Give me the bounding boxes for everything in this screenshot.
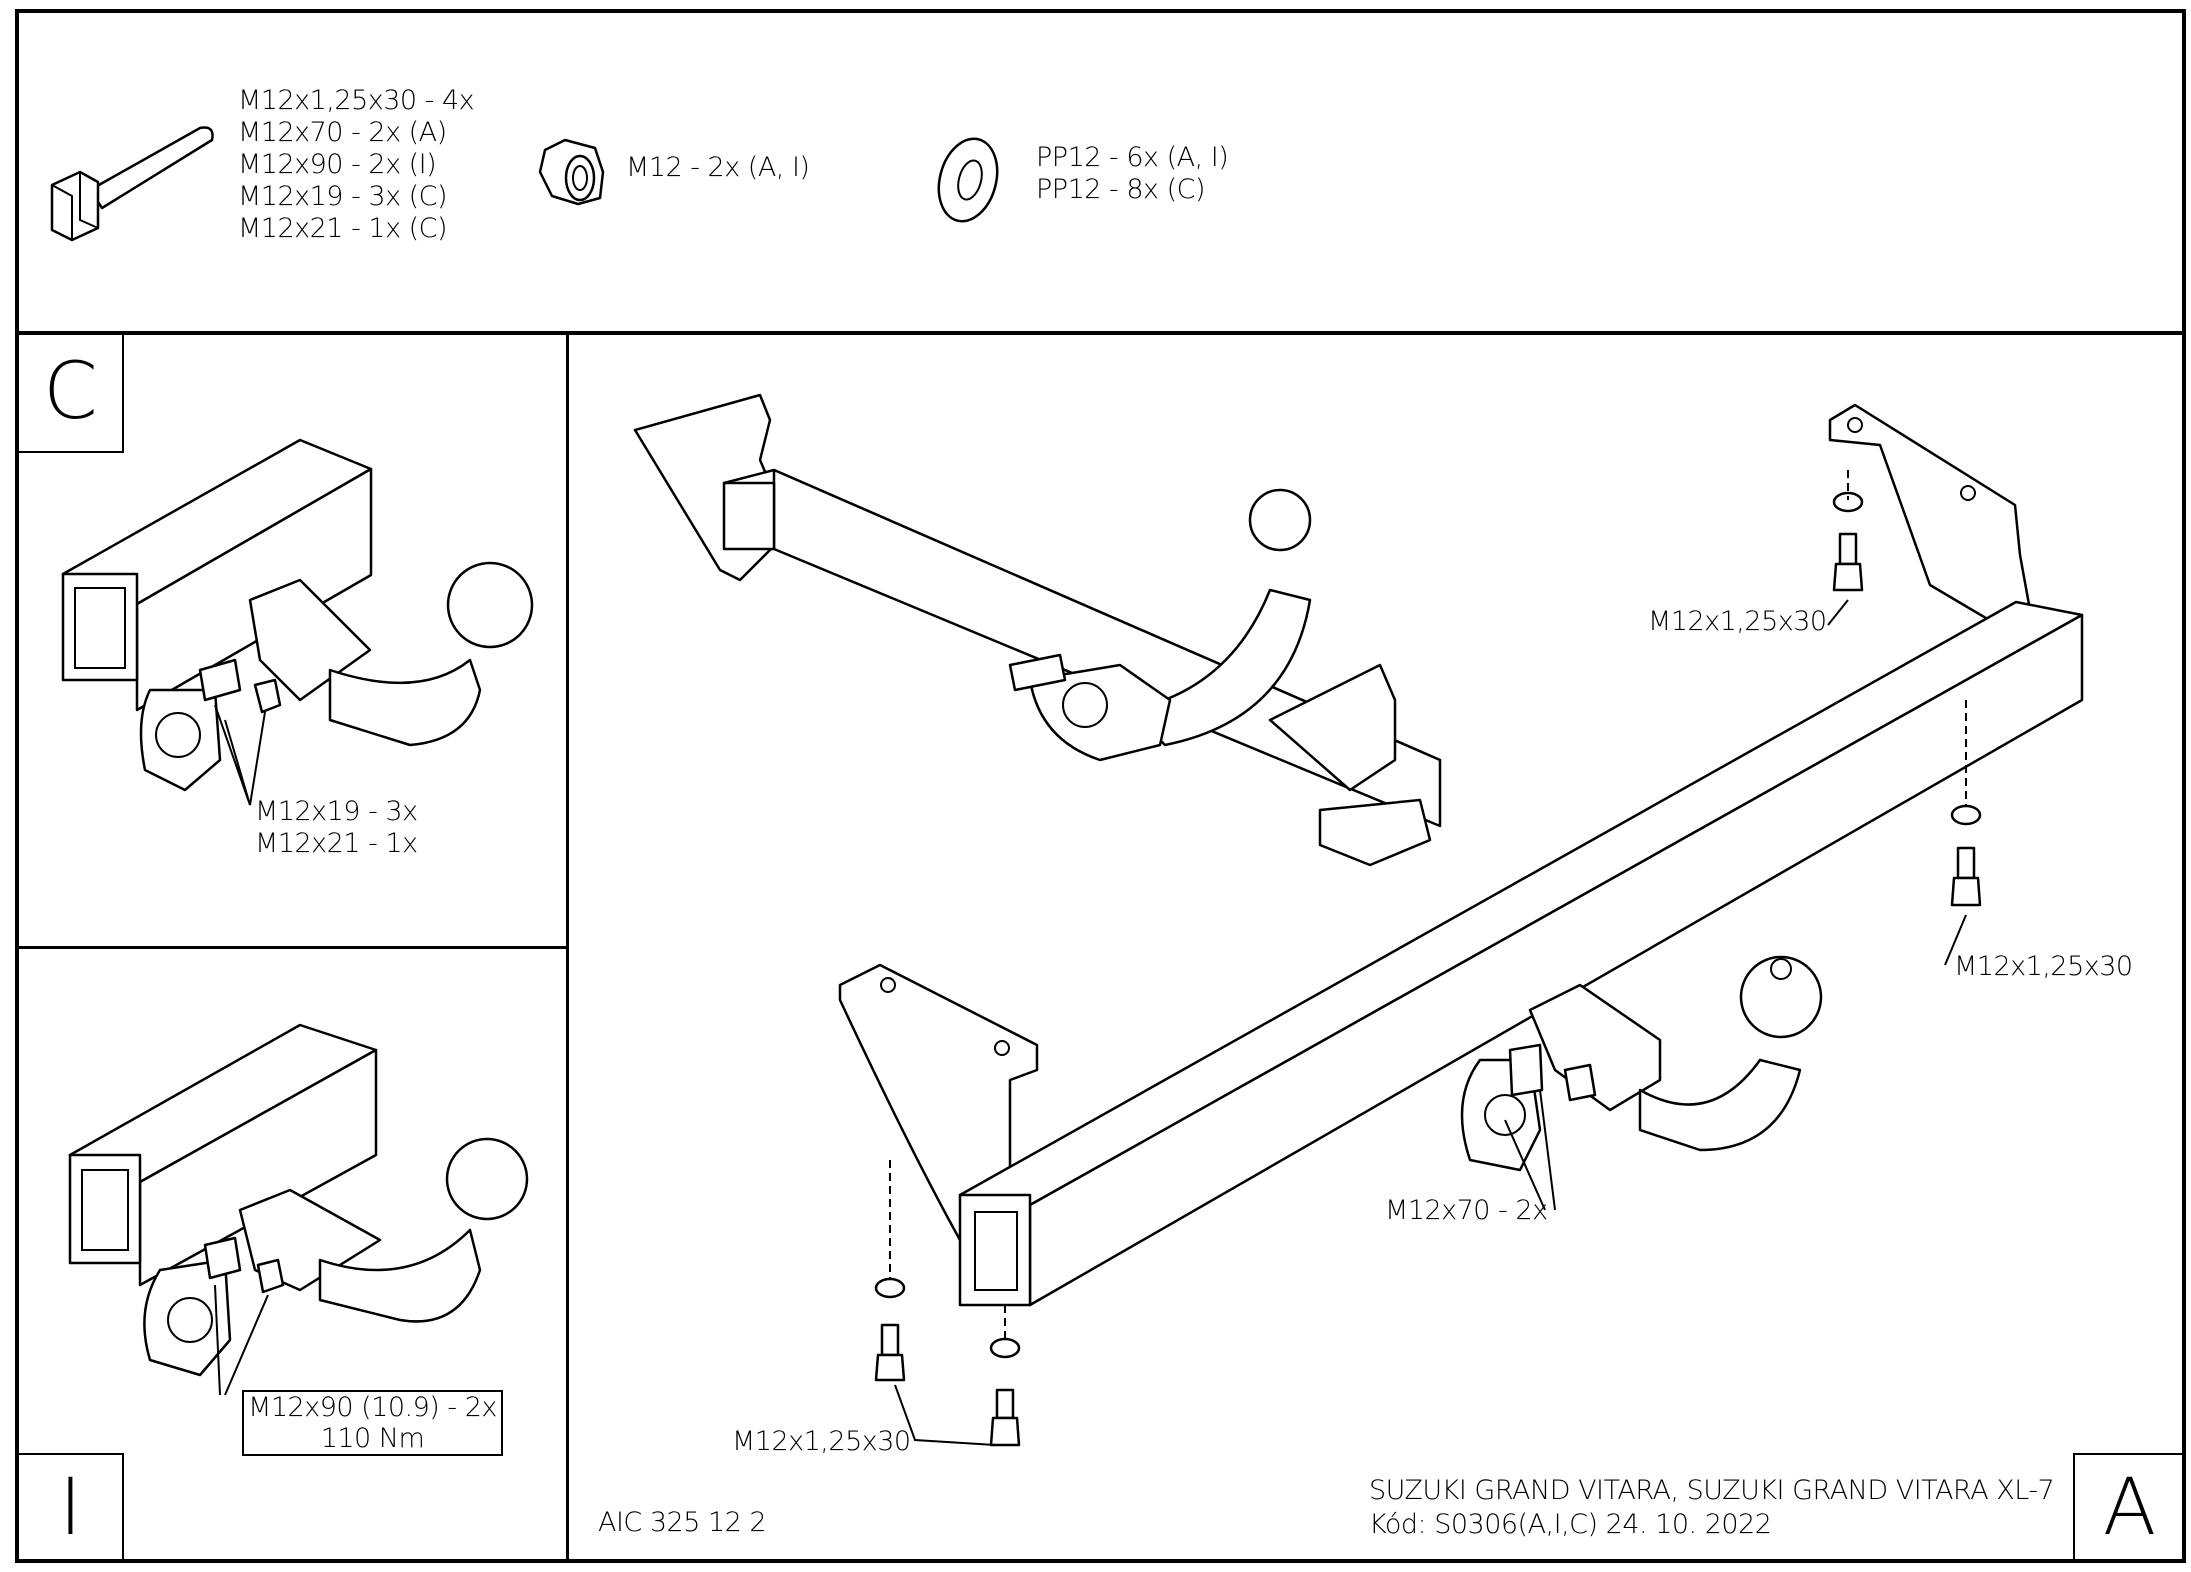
view-a-main-drawing <box>838 403 2084 1447</box>
product-code: AIC 325 12 2 <box>598 1507 767 1538</box>
view-c-label: M12x19 - 3x M12x21 - 1x <box>255 796 418 859</box>
nut-label: M12 - 2x (A, I) <box>626 152 810 183</box>
bolt-item: M12x70 - 2x (A) <box>238 117 447 148</box>
bolt-list: M12x1,25x30 - 4x M12x70 - 2x (A) M12x90 … <box>238 85 475 245</box>
washer-item: PP12 - 6x (A, I) <box>1036 142 1229 173</box>
vehicle-title: SUZUKI GRAND VITARA, SUZUKI GRAND VITARA… <box>1369 1475 2055 1506</box>
view-c-drawing <box>61 438 534 806</box>
bolt-icon <box>50 126 214 242</box>
bolt-item: M12x19 - 3x (C) <box>238 181 448 212</box>
bolt-label-right: M12x1,25x30 <box>1954 951 2133 982</box>
ball-bolts-label: M12x70 - 2x <box>1385 1195 1548 1226</box>
view-c-badge: C <box>17 333 124 453</box>
view-i-badge: I <box>17 1453 124 1563</box>
bolt-item: M12x1,25x30 - 4x <box>238 85 475 116</box>
view-i-torque-box: M12x90 (10.9) - 2x 110 Nm <box>242 1390 503 1456</box>
views-divider-horizontal <box>15 946 568 949</box>
kod-date: Kód: S0306(A,I,C) 24. 10. 2022 <box>1369 1509 1772 1540</box>
view-a-rear-drawing <box>633 393 1442 867</box>
view-i-drawing <box>68 1023 529 1396</box>
bolt-label-top: M12x1,25x30 <box>1648 606 1827 637</box>
washer-item: PP12 - 8x (C) <box>1036 174 1206 205</box>
bolt-item: M12x21 - 1x (C) <box>238 213 448 244</box>
bolt-label-bottom: M12x1,25x30 <box>732 1426 911 1457</box>
bolt-item: M12x90 - 2x (I) <box>238 149 437 180</box>
nut-icon <box>538 138 605 206</box>
parts-divider <box>15 331 2186 335</box>
washer-icon <box>937 137 999 223</box>
drawing-frame <box>15 9 2186 1563</box>
view-a-badge: A <box>2073 1453 2186 1563</box>
washer-list: PP12 - 6x (A, I) PP12 - 8x (C) <box>1036 142 1229 206</box>
